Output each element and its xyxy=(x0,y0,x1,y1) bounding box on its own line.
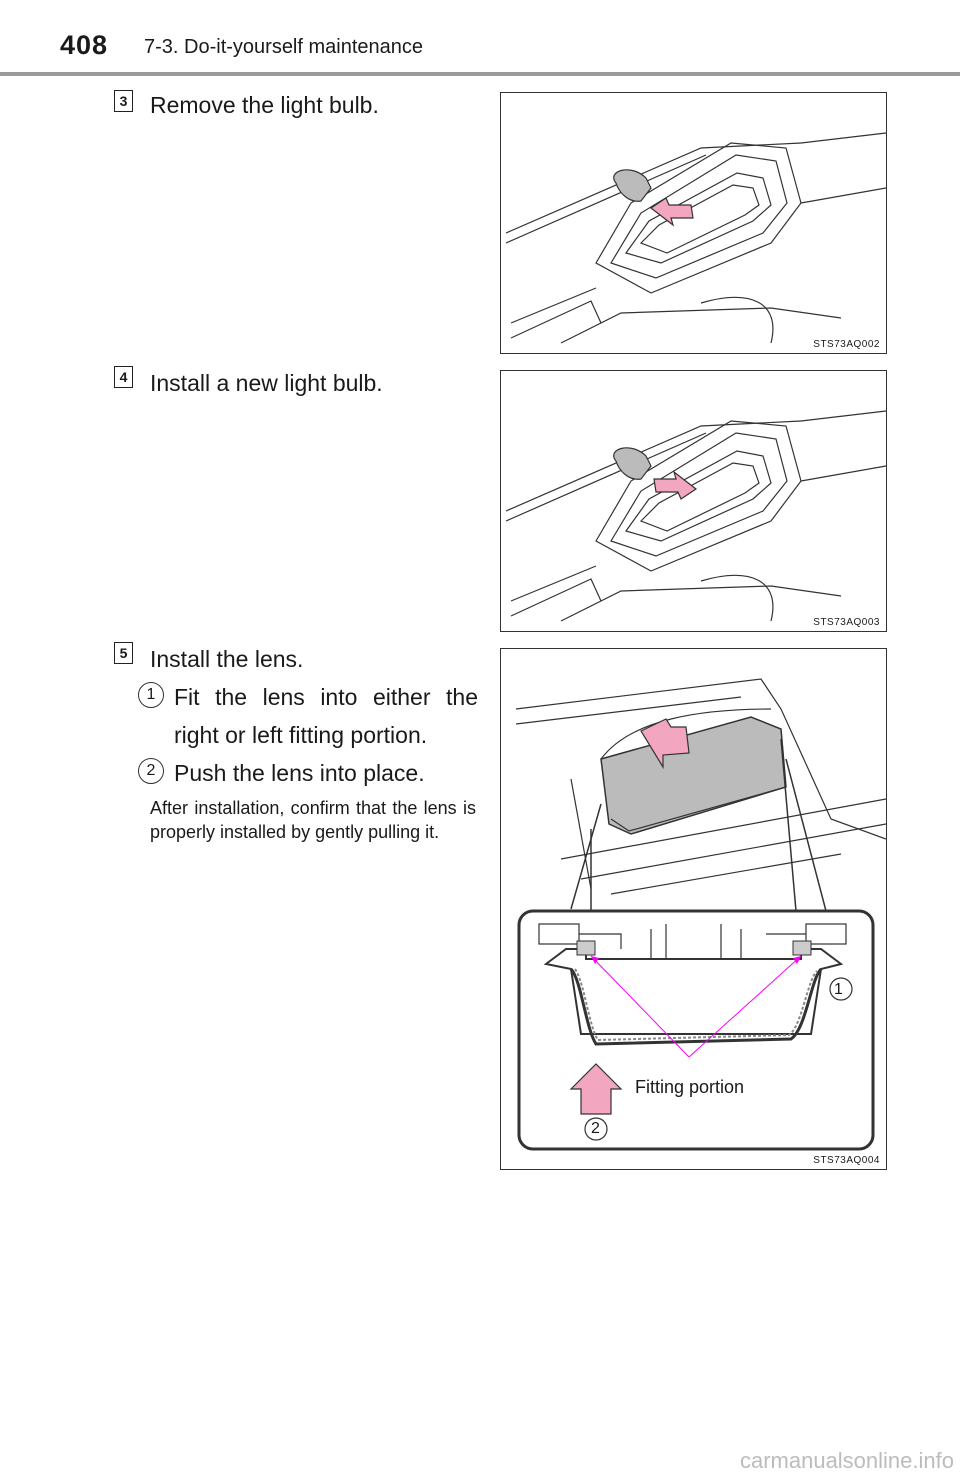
page-header: 408 7-3. Do-it-yourself maintenance xyxy=(0,0,960,80)
substep-2-marker: 2 xyxy=(138,758,164,784)
figure-code: STS73AQ002 xyxy=(813,339,880,350)
figure-code: STS73AQ004 xyxy=(813,1155,880,1166)
install-bulb-illustration xyxy=(505,410,886,622)
substep-1-text: Fit the lens into either the right or le… xyxy=(174,684,478,748)
callout-1-marker: 1 xyxy=(834,981,843,998)
step-3-text: Remove the light bulb. xyxy=(150,92,379,118)
page-number: 408 xyxy=(60,30,109,60)
install-lens-illustration xyxy=(515,678,886,1151)
step-number-4: 4 xyxy=(114,366,133,388)
callout-2-marker: 2 xyxy=(591,1120,600,1137)
step-5-text: Install the lens. xyxy=(150,646,304,672)
step-4-text: Install a new light bulb. xyxy=(150,370,383,396)
section-title: 7-3. Do-it-yourself maintenance xyxy=(144,36,424,58)
figure-remove-bulb: STS73AQ002 xyxy=(500,92,887,354)
installation-note: After installation, confirm that the len… xyxy=(150,798,476,842)
remove-bulb-illustration xyxy=(505,132,886,344)
fitting-portion-label: Fitting portion xyxy=(635,1077,745,1097)
step-number-3: 3 xyxy=(114,90,133,112)
figure-install-bulb: STS73AQ003 xyxy=(500,370,887,632)
figure-code: STS73AQ003 xyxy=(813,617,880,628)
step-number-5: 5 xyxy=(114,642,133,664)
figure-install-lens: 1 2 Fitting portion STS73AQ004 xyxy=(500,648,887,1170)
substep-1-marker: 1 xyxy=(138,682,164,708)
watermark: carmanualsonline.info xyxy=(739,1448,954,1473)
header-rule xyxy=(0,72,960,76)
substep-2-text: Push the lens into place. xyxy=(174,760,425,786)
